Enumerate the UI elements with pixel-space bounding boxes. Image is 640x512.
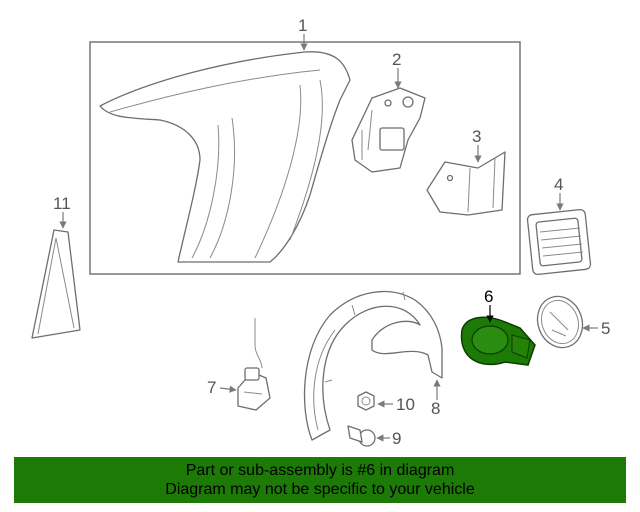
clip-part [347,425,376,447]
callout-1: 1 [298,16,307,35]
fuel-door-cover-part [536,295,584,349]
actuator-part [237,318,271,411]
inner-panel-part [426,151,506,216]
banner-line-2: Diagram may not be specific to your vehi… [165,481,475,498]
vent-grille-part [526,208,592,276]
callout-9: 9 [392,429,401,448]
callout-5: 5 [601,319,610,338]
callout-8: 8 [431,399,440,418]
quarter-panel-part [99,51,351,263]
fuel-door-housing-part-highlighted[interactable] [460,316,536,366]
wheelhouse-liner-part [303,290,443,441]
bracket-part [351,87,426,173]
callout-4: 4 [554,175,563,194]
callout-6: 6 [484,287,493,306]
parts-diagram: 1 2 3 4 5 [31,16,610,448]
nut-part [357,391,375,411]
callout-10: 10 [396,395,415,414]
callout-7: 7 [207,378,216,397]
callout-3: 3 [472,127,481,146]
callout-11: 11 [53,194,71,213]
banner-line-1: Part or sub-assembly is #6 in diagram [185,462,455,479]
callout-2: 2 [392,50,401,69]
assembly-box [89,41,521,275]
info-banner: Part or sub-assembly is #6 in diagram Di… [14,457,626,503]
window-trim-part [31,229,81,339]
